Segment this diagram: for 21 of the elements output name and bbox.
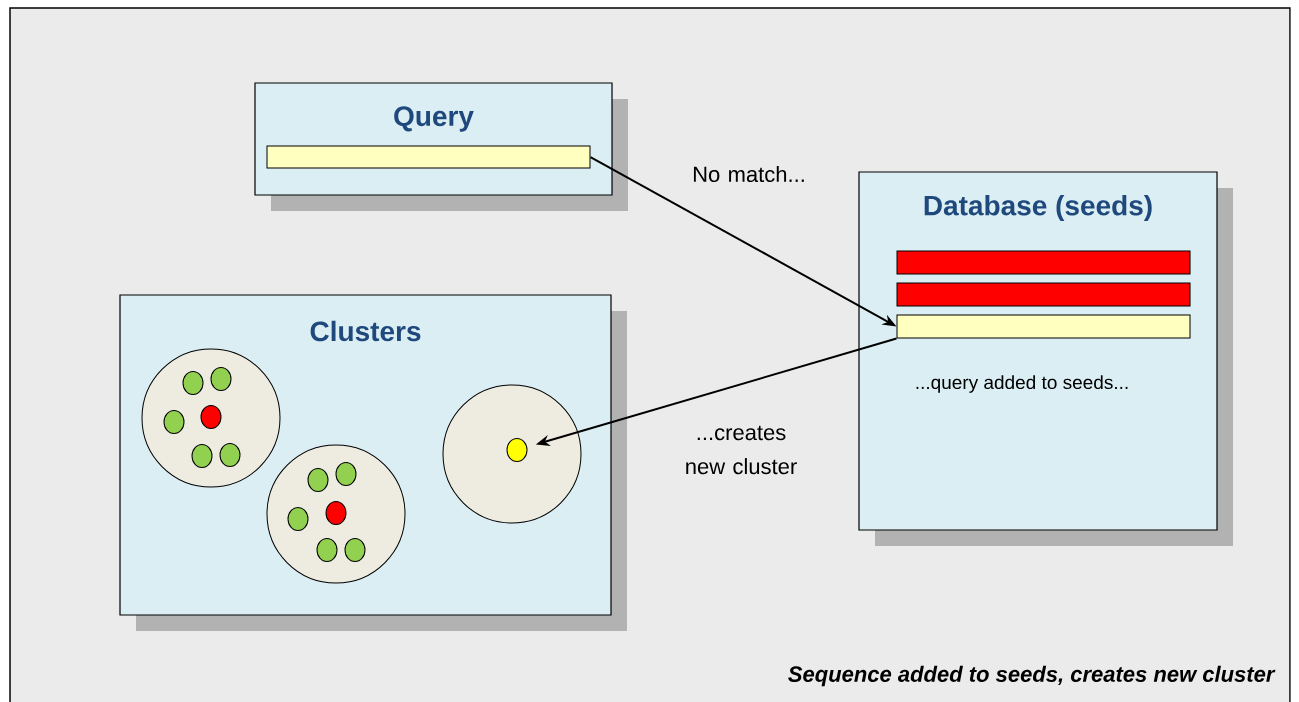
- dot: [307, 468, 329, 492]
- caption: Sequence added to seeds, creates new cluster: [788, 665, 1276, 687]
- bar: [266, 145, 591, 169]
- dot: [210, 367, 232, 391]
- dot: [506, 438, 528, 462]
- dot: [163, 410, 185, 434]
- edge-label: ...creates new cluster: [686, 425, 797, 475]
- dot: [182, 371, 204, 395]
- dot: [335, 462, 357, 486]
- cluster-circle: [442, 384, 582, 524]
- dot: [219, 443, 241, 467]
- dot: [200, 405, 222, 429]
- dot: [344, 538, 366, 562]
- dot: [325, 501, 347, 525]
- bar: [896, 282, 1191, 307]
- dot: [316, 538, 338, 562]
- edge-label: No match...: [693, 165, 804, 183]
- dot: [287, 507, 309, 531]
- dot: [191, 444, 213, 468]
- bar: [896, 250, 1191, 275]
- bar: [896, 314, 1191, 339]
